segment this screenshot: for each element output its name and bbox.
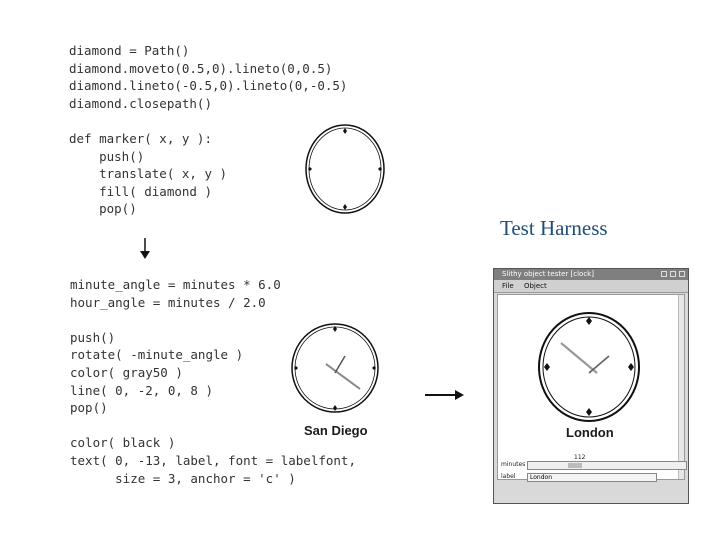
code-line: hour_angle = minutes / 2.0 — [70, 294, 266, 310]
san-diego-label: San Diego — [304, 423, 368, 438]
minutes-slider[interactable]: 112 — [527, 454, 687, 470]
minutes-value: 112 — [574, 454, 586, 461]
code-line: translate( x, y ) — [69, 166, 228, 182]
control-panel: minutes 112 label London — [497, 454, 687, 500]
minutes-label: minutes — [501, 461, 526, 468]
london-clock-figure — [538, 312, 640, 422]
minute-hand — [325, 363, 361, 390]
diamond-marker — [343, 204, 347, 210]
diamond-marker — [343, 128, 347, 134]
code-line: diamond.closepath() — [69, 95, 212, 111]
window-titlebar[interactable]: Slithy object tester [clock] — [494, 269, 688, 280]
minutes-slider-thumb[interactable] — [568, 463, 582, 468]
marker-clock-figure — [305, 124, 385, 214]
object-canvas: London — [497, 294, 685, 480]
code-line: text( 0, -13, label, font = labelfont, — [70, 452, 356, 468]
hour-hand — [588, 355, 610, 374]
section-heading: Test Harness — [500, 216, 608, 240]
code-line: rotate( -minute_angle ) — [70, 347, 244, 363]
code-block-clock: minute_angle = minutes * 6.0 hour_angle =… — [70, 276, 356, 487]
code-line: def marker( x, y ): — [69, 130, 212, 146]
code-line: line( 0, -2, 0, 8 ) — [70, 382, 213, 398]
label-field[interactable]: London — [527, 473, 657, 482]
down-arrow-icon — [140, 238, 150, 259]
minimize-icon[interactable] — [661, 271, 667, 277]
close-icon[interactable] — [679, 271, 685, 277]
menu-file[interactable]: File — [502, 282, 514, 290]
code-line: diamond = Path() — [69, 43, 190, 58]
hour-hand — [334, 355, 346, 374]
clock-ring-inner — [308, 127, 382, 211]
slithy-tester-window: Slithy object tester [clock] File Object… — [493, 268, 689, 504]
label-control-row: label — [501, 473, 516, 480]
minutes-control-row: minutes — [501, 461, 525, 468]
diamond-marker — [308, 167, 312, 171]
menu-object[interactable]: Object — [523, 282, 547, 290]
window-menubar: File Object — [494, 280, 688, 293]
code-line: minute_angle = minutes * 6.0 — [70, 277, 281, 292]
canvas-scrollbar[interactable] — [678, 295, 684, 479]
code-line: pop() — [70, 400, 108, 416]
code-line: push() — [69, 148, 145, 164]
code-line: color( black ) — [70, 435, 176, 451]
london-label: London — [566, 425, 614, 440]
clock-ring-outer — [305, 124, 385, 214]
code-line: push() — [70, 329, 116, 345]
code-line: color( gray50 ) — [70, 364, 183, 380]
code-line: size = 3, anchor = 'c' ) — [70, 470, 296, 486]
code-line: diamond.lineto(-0.5,0).lineto(0,-0.5) — [69, 78, 348, 94]
right-arrow-icon — [425, 390, 464, 400]
code-line: pop() — [69, 201, 137, 217]
code-line: fill( diamond ) — [69, 183, 212, 199]
label-label: label — [501, 473, 516, 480]
code-block-marker: diamond = Path() diamond.moveto(0.5,0).li… — [69, 42, 347, 218]
diamond-marker — [378, 167, 382, 171]
window-title: Slithy object tester [clock] — [502, 270, 594, 278]
code-line: diamond.moveto(0.5,0).lineto(0,0.5) — [69, 60, 333, 76]
maximize-icon[interactable] — [670, 271, 676, 277]
minute-hand — [560, 342, 598, 374]
san-diego-clock-figure — [291, 323, 379, 413]
